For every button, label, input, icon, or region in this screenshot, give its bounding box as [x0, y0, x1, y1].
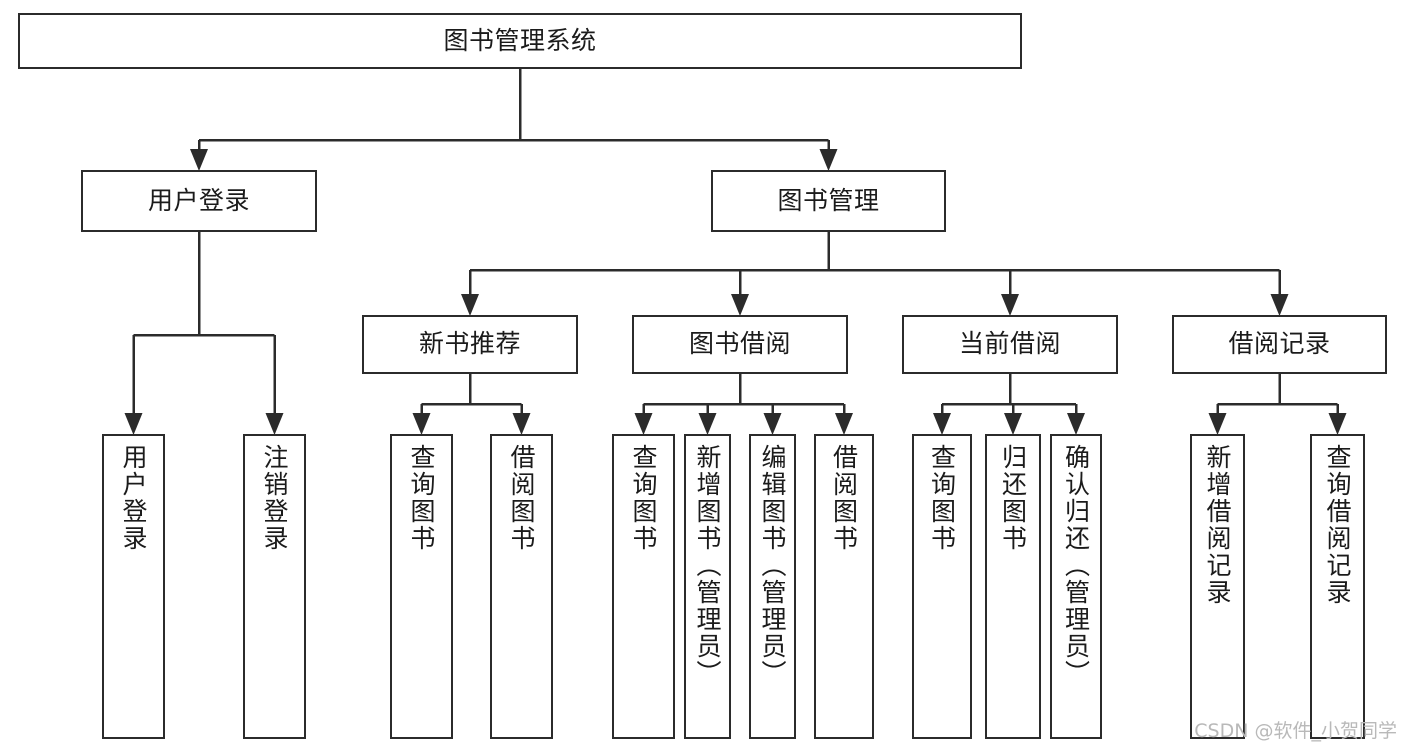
leaf-query-book-recommend-label: 查询图书	[407, 444, 436, 552]
node-book-management-label: 图书管理	[777, 185, 880, 215]
node-book-borrow[interactable]: 图书借阅	[632, 315, 848, 374]
node-current-borrow[interactable]: 当前借阅	[902, 315, 1118, 374]
leaf-edit-book-admin[interactable]: 编辑图书（管理员）	[749, 434, 796, 739]
watermark: CSDN @软件_小贺同学	[1194, 720, 1397, 742]
node-user-login[interactable]: 用户登录	[81, 170, 317, 232]
leaf-borrow-book-recommend-label: 借阅图书	[507, 444, 536, 552]
node-borrow-records-label: 借阅记录	[1228, 329, 1331, 359]
leaf-edit-book-admin-label: 编辑图书（管理员）	[758, 444, 787, 687]
leaf-query-book-recommend[interactable]: 查询图书	[390, 434, 453, 739]
leaf-add-borrow-record[interactable]: 新增借阅记录	[1190, 434, 1245, 739]
node-borrow-records[interactable]: 借阅记录	[1172, 315, 1387, 374]
leaf-add-book-admin[interactable]: 新增图书（管理员）	[684, 434, 731, 739]
leaf-logout[interactable]: 注销登录	[243, 434, 306, 739]
leaf-borrow-book-label: 借阅图书	[829, 444, 859, 552]
leaf-return-book[interactable]: 归还图书	[985, 434, 1041, 739]
leaf-return-book-label: 归还图书	[998, 444, 1028, 552]
node-root-label: 图书管理系统	[443, 25, 597, 55]
node-book-borrow-label: 图书借阅	[688, 329, 791, 359]
leaf-logout-label: 注销登录	[260, 444, 289, 552]
node-new-book-recommend[interactable]: 新书推荐	[362, 315, 578, 374]
leaf-query-book-borrow-label: 查询图书	[629, 444, 658, 552]
leaf-query-borrow-record-label: 查询借阅记录	[1323, 444, 1352, 606]
leaf-add-book-admin-label: 新增图书（管理员）	[693, 444, 722, 687]
leaf-user-login[interactable]: 用户登录	[102, 434, 165, 739]
leaf-add-borrow-record-label: 新增借阅记录	[1203, 444, 1232, 606]
node-root[interactable]: 图书管理系统	[18, 13, 1022, 69]
leaf-query-book-borrow[interactable]: 查询图书	[612, 434, 675, 739]
node-book-management[interactable]: 图书管理	[711, 170, 946, 232]
node-user-login-label: 用户登录	[147, 185, 250, 215]
leaf-confirm-return-admin-label: 确认归还（管理员）	[1061, 444, 1091, 687]
leaf-query-book-current[interactable]: 查询图书	[912, 434, 972, 739]
leaf-query-borrow-record[interactable]: 查询借阅记录	[1310, 434, 1365, 739]
leaf-confirm-return-admin[interactable]: 确认归还（管理员）	[1050, 434, 1102, 739]
leaf-borrow-book-recommend[interactable]: 借阅图书	[490, 434, 553, 739]
node-current-borrow-label: 当前借阅	[958, 329, 1061, 359]
leaf-query-book-current-label: 查询图书	[927, 444, 957, 552]
node-new-book-recommend-label: 新书推荐	[418, 329, 521, 359]
leaf-user-login-label: 用户登录	[119, 444, 148, 552]
leaf-borrow-book[interactable]: 借阅图书	[814, 434, 874, 739]
